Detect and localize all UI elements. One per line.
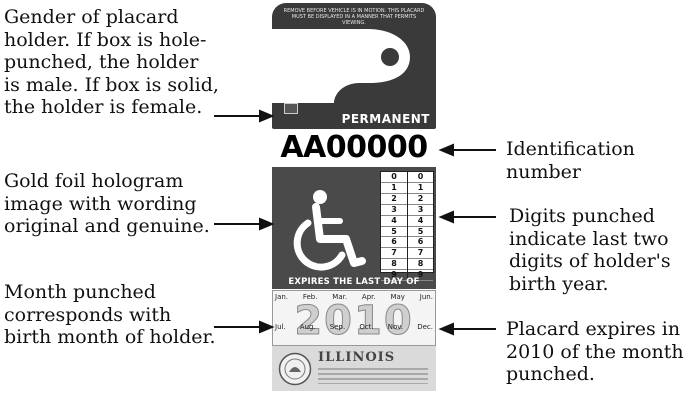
mirror-hook-cutout <box>272 29 410 103</box>
months-row: Jul. Aug. Sep. Oct. Nov. Dec. <box>275 323 433 331</box>
identification-callout: Identification number <box>506 138 635 183</box>
expires-callout-line: Placard expires in <box>506 318 681 340</box>
digit-cell: 0 <box>381 172 407 183</box>
expires-callout: Placard expires in 2010 of the month pun… <box>506 318 684 386</box>
month-label: Aug. <box>299 323 316 331</box>
month-label: May <box>390 293 405 301</box>
hologram-arrow <box>214 217 275 231</box>
digit-cell: 4 <box>408 216 433 227</box>
month-label: Mar. <box>332 293 348 301</box>
month-callout-line: corresponds with <box>4 303 172 326</box>
hologram-panel: 0 1 2 3 4 5 6 7 8 9 0 1 2 3 4 5 6 7 8 <box>272 167 436 289</box>
gender-box <box>284 103 298 114</box>
month-callout: Month punched corresponds with birth mon… <box>4 281 216 349</box>
identification-callout-line: Identification <box>506 138 635 160</box>
expiration-year: 2010 <box>294 298 414 344</box>
gender-callout-line: is male. If box is solid, <box>4 73 219 96</box>
month-callout-line: Month punched <box>4 281 156 303</box>
digits-callout-line: Digits punched <box>509 205 655 227</box>
month-panel: Jan. Feb. Mar. Apr. May Jun. 2010 Jul. A… <box>272 290 436 346</box>
gender-callout-line: punched, the holder <box>4 51 199 73</box>
digits-callout-line: digits of holder's <box>509 250 671 272</box>
parking-placard: REMOVE BEFORE VEHICLE IS IN MOTION. THIS… <box>266 3 442 391</box>
month-label: Jun. <box>419 293 433 301</box>
month-label: Nov. <box>387 323 404 331</box>
month-label: Oct. <box>359 323 374 331</box>
expires-arrow <box>438 322 496 336</box>
digit-cell: 2 <box>408 194 433 205</box>
digit-cell: 4 <box>381 216 407 227</box>
digit-cell: 9 <box>381 270 407 282</box>
digits-callout: Digits punched indicate last two digits … <box>509 205 671 295</box>
month-label: Dec. <box>417 323 433 331</box>
digit-cell: 7 <box>408 248 433 260</box>
hologram-callout-line: original and genuine. <box>4 215 210 237</box>
month-label: Jan. <box>275 293 289 301</box>
digit-cell: 3 <box>381 205 407 216</box>
seal-fine-print <box>318 368 428 384</box>
gender-callout-line: holder. If box is hole- <box>4 28 207 51</box>
gender-callout-line: the holder is female. <box>4 96 203 118</box>
months-row: Jan. Feb. Mar. Apr. May Jun. <box>275 293 433 301</box>
digit-cell: 5 <box>381 227 407 238</box>
wheelchair-icon <box>280 187 372 271</box>
digit-cell: 8 <box>381 259 407 271</box>
month-label: Jul. <box>275 323 286 331</box>
digit-cell: 9 <box>408 270 433 282</box>
digit-cell: 1 <box>408 183 433 194</box>
permanent-label: PERMANENT <box>341 112 430 126</box>
month-label: Apr. <box>361 293 376 301</box>
digits-callout-line: indicate last two <box>509 227 669 250</box>
identification-callout-line: number <box>506 160 581 183</box>
hologram-callout: Gold foil hologram image with wording or… <box>4 170 210 238</box>
units-digit-column: 0 1 2 3 4 5 6 7 8 9 <box>407 172 433 282</box>
digits-callout-line: birth year. <box>509 272 609 295</box>
digit-cell: 6 <box>381 237 407 249</box>
hologram-callout-line: image with wording <box>4 192 197 215</box>
identification-arrow <box>438 143 496 157</box>
expires-callout-line: 2010 of the month <box>506 340 684 363</box>
state-seal-panel: ILLINOIS <box>272 346 436 391</box>
digit-cell: 7 <box>381 248 407 260</box>
month-arrow <box>214 320 275 334</box>
hologram-callout-line: Gold foil hologram <box>4 170 184 192</box>
month-label: Sep. <box>329 323 346 331</box>
digit-cell: 3 <box>408 205 433 216</box>
digit-cell: 8 <box>408 259 433 271</box>
expires-callout-line: punched. <box>506 363 595 385</box>
hook-hole <box>381 48 399 66</box>
expires-label: EXPIRES THE LAST DAY OF <box>288 277 420 287</box>
identification-number: AA00000 <box>280 130 428 165</box>
state-name: ILLINOIS <box>318 350 396 365</box>
digit-cell: 0 <box>408 172 433 183</box>
gender-arrow <box>214 109 275 123</box>
hook-cutout-shape <box>272 29 410 103</box>
month-callout-line: birth month of holder. <box>4 326 216 348</box>
digit-cell: 1 <box>381 183 407 194</box>
gender-callout-line: Gender of placard <box>4 6 179 28</box>
hanger-panel: REMOVE BEFORE VEHICLE IS IN MOTION. THIS… <box>272 3 436 129</box>
digit-cell: 2 <box>381 194 407 205</box>
digit-cell: 5 <box>408 227 433 238</box>
digit-cell: 6 <box>408 237 433 249</box>
birth-year-digit-grid: 0 1 2 3 4 5 6 7 8 9 0 1 2 3 4 5 6 7 8 <box>380 171 434 282</box>
placard-notice: REMOVE BEFORE VEHICLE IS IN MOTION. THIS… <box>283 8 425 26</box>
month-label: Feb. <box>302 293 318 301</box>
state-seal-icon <box>278 352 312 386</box>
digits-arrow <box>438 210 496 224</box>
tens-digit-column: 0 1 2 3 4 5 6 7 8 9 <box>381 172 407 282</box>
gender-callout: Gender of placard holder. If box is hole… <box>4 6 219 119</box>
